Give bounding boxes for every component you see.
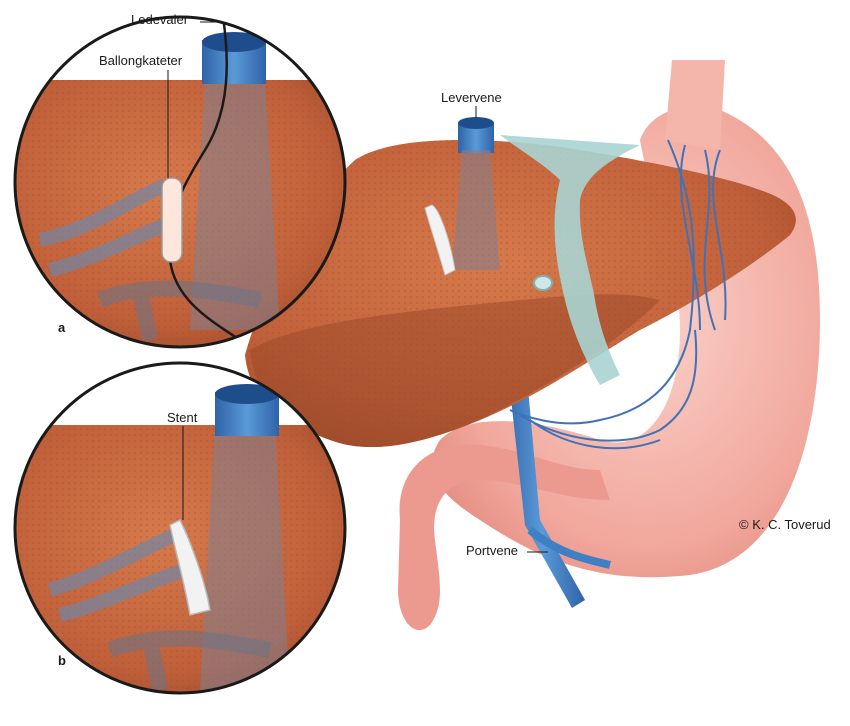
copyright: © K. C. Toverud: [739, 517, 831, 532]
panel-label-a: a: [58, 320, 66, 335]
hepatic-vein-top: [458, 117, 494, 129]
esophagus: [665, 60, 725, 150]
portal-branch: [527, 526, 611, 569]
label-stent: Stent: [167, 410, 198, 425]
panel-b-view: [15, 363, 345, 693]
falciform-ligament: [500, 135, 640, 385]
ligament-ring: [533, 275, 553, 291]
main-stent: [424, 204, 456, 276]
label-guidewire: Ledevaier: [131, 12, 189, 27]
leader-lines: [167, 21, 548, 553]
panel-a-view: [15, 17, 345, 347]
gastric-veins: [509, 139, 727, 450]
duodenum: [398, 444, 610, 631]
panel-a-frame: [13, 15, 347, 349]
hepatic-vein-trunk: [452, 150, 500, 270]
label-hepatic-vein: Levervene: [441, 90, 502, 105]
panel-label-b: b: [58, 653, 66, 668]
label-portal-vein: Portvene: [466, 543, 519, 558]
label-balloon-catheter: Ballongkateter: [99, 53, 183, 68]
panel-b-frame: [13, 361, 347, 695]
liver-lower-lobe: [250, 294, 660, 448]
